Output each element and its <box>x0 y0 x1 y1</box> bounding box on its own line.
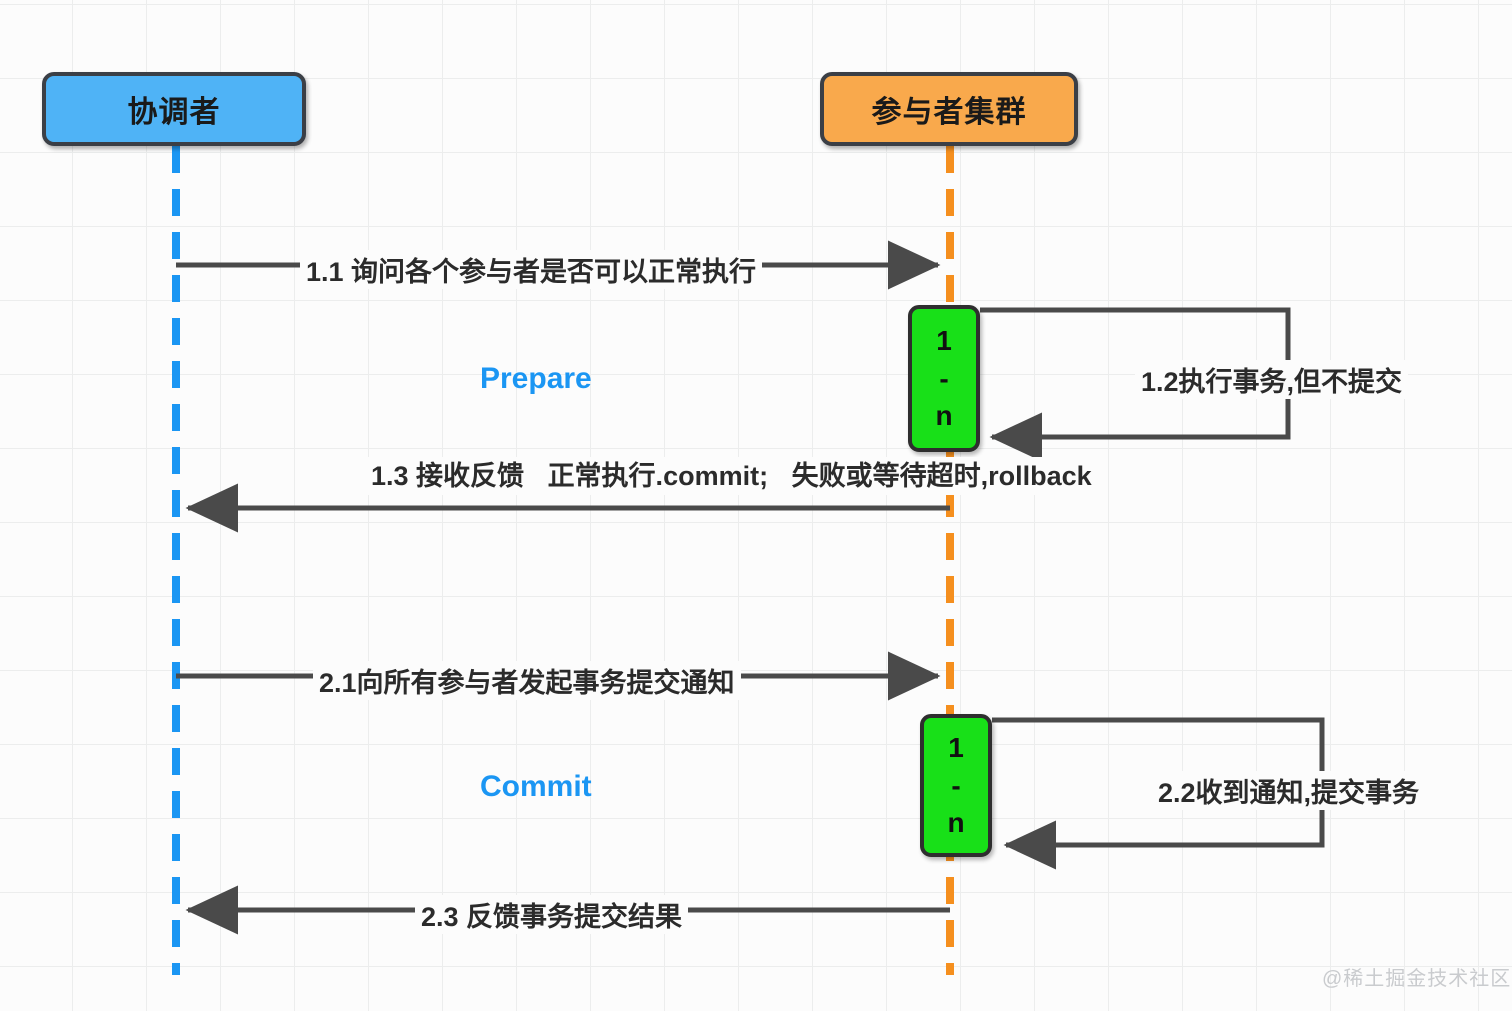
message-label-2-1: 2.1向所有参与者发起事务提交通知 <box>313 661 741 700</box>
activation-line-2: - <box>951 769 961 801</box>
message-label-1-3-line1: 1.3 接收反馈 <box>363 457 533 496</box>
actor-label-participants: 参与者集群 <box>871 96 1027 129</box>
message-label-1-1: 1.1 询问各个参与者是否可以正常执行 <box>300 250 763 289</box>
watermark: @稀土掘金技术社区 <box>1322 968 1512 990</box>
activation-line-3: n <box>947 807 965 839</box>
message-label-1-3: 1.3 接收反馈 正常执行.commit; 失败或等待超时,rollback <box>363 457 1100 496</box>
activation-line-3: n <box>935 400 953 432</box>
actor-box-coordinator[interactable]: 协调者 <box>42 72 306 146</box>
phase-label-commit: Commit <box>480 770 592 803</box>
activation-line-1: 1 <box>936 324 952 356</box>
actor-box-participants[interactable]: 参与者集群 <box>820 72 1078 146</box>
message-label-1-2: 1.2执行事务,但不提交 <box>1135 360 1409 399</box>
message-label-1-3-line2: 正常执行.commit; <box>539 457 777 496</box>
activation-box-prepare[interactable]: 1 - n <box>908 305 980 452</box>
actor-label-coordinator: 协调者 <box>127 96 221 129</box>
phase-label-prepare: Prepare <box>480 362 592 395</box>
message-label-2-3: 2.3 反馈事务提交结果 <box>415 895 689 934</box>
activation-line-1: 1 <box>948 731 964 763</box>
activation-line-2: - <box>939 362 949 394</box>
message-label-2-2: 2.2收到通知,提交事务 <box>1152 771 1426 810</box>
activation-box-commit[interactable]: 1 - n <box>920 714 992 857</box>
message-label-1-3-line3: 失败或等待超时,rollback <box>783 457 1100 496</box>
